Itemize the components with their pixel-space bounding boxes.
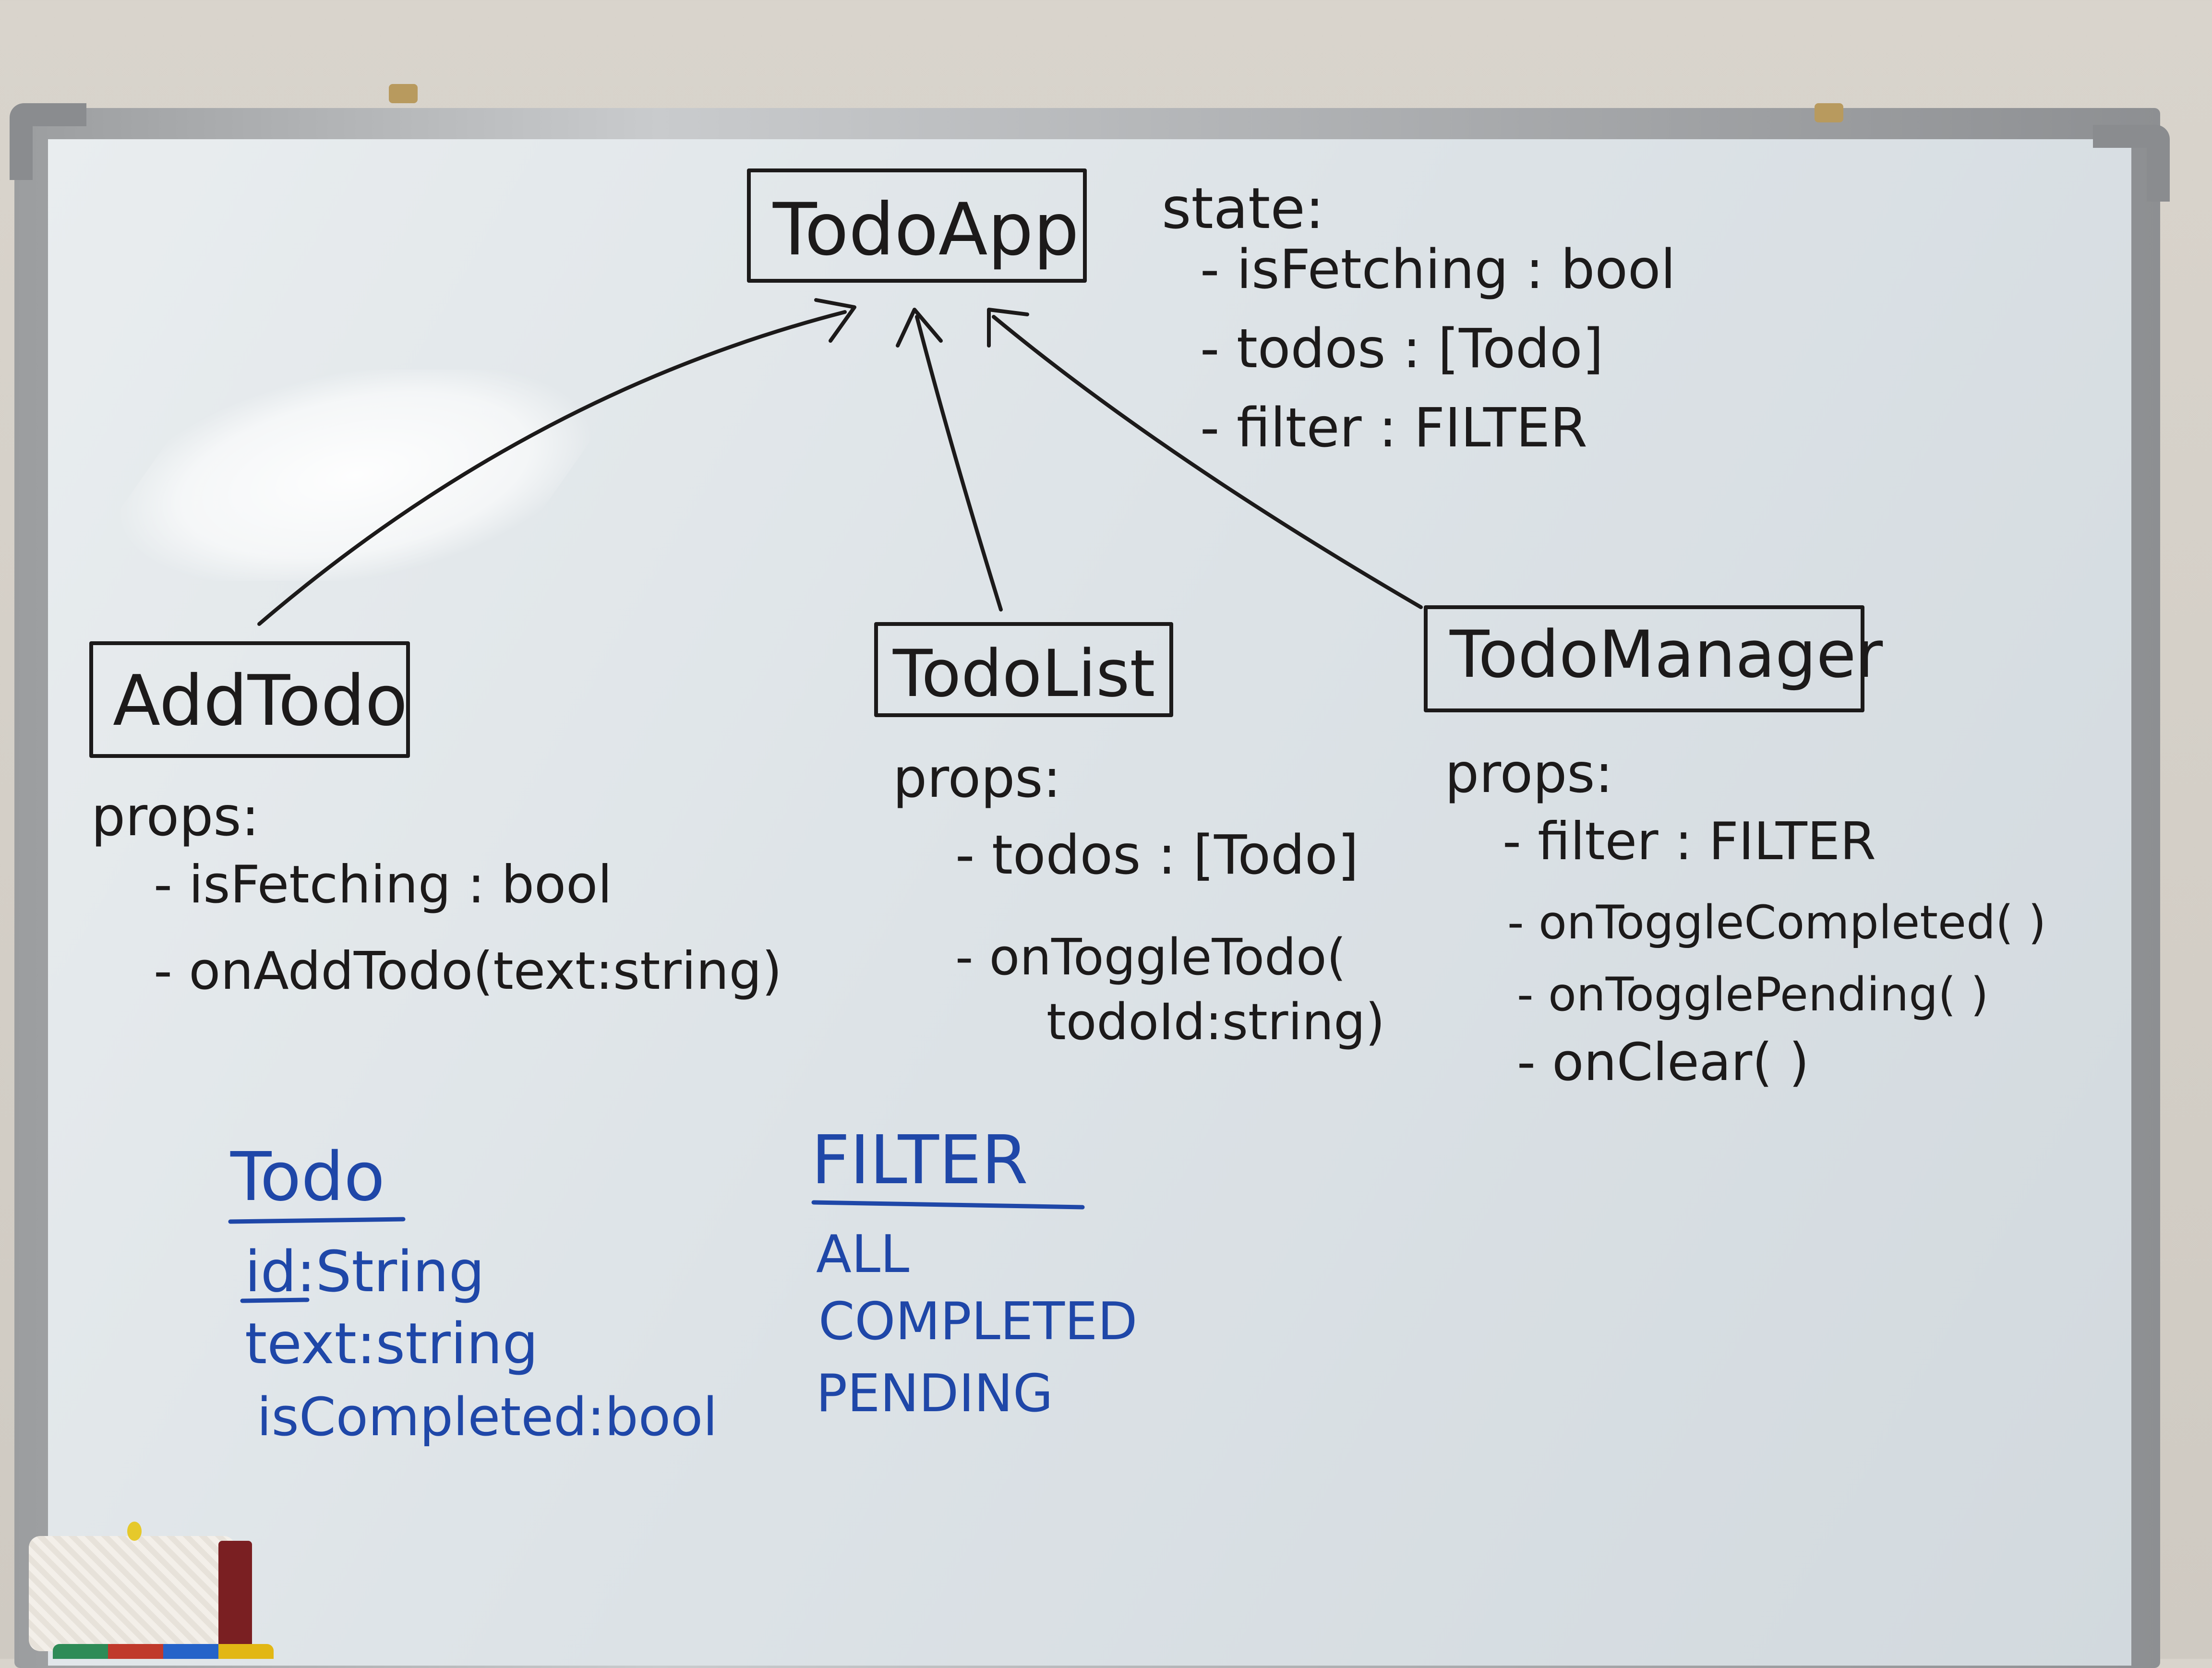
- eraser-handle: [218, 1541, 252, 1651]
- state-item-isfetching: - isFetching : bool: [1200, 239, 1676, 301]
- filter-value-pending: PENDING: [816, 1364, 1053, 1424]
- arrowhead-todomanager: [987, 308, 1029, 348]
- todomanager-box: [1424, 605, 1864, 712]
- todo-field-text: text:string: [245, 1310, 538, 1377]
- filter-value-completed: COMPLETED: [818, 1292, 1138, 1352]
- todolist-title: TodoList: [892, 636, 1155, 711]
- todolist-props-heading: props:: [893, 747, 1061, 810]
- arrowhead-addtodo: [814, 298, 856, 343]
- todomanager-prop-ontogglecompleted: - onToggleCompleted( ): [1507, 896, 2046, 949]
- todolist-box: [874, 622, 1173, 717]
- addtodo-prop-onaddtodo: - onAddTodo(text:string): [154, 941, 782, 1001]
- todomanager-props-heading: props:: [1445, 743, 1613, 805]
- arrow-addtodo-to-todoapp: [257, 310, 847, 626]
- hanging-hook-left: [389, 84, 418, 103]
- todo-type-title: Todo: [230, 1138, 385, 1216]
- todomanager-prop-filter: - filter : FILTER: [1503, 812, 1876, 872]
- state-item-filter: - filter : FILTER: [1200, 397, 1587, 459]
- hanging-hook-right: [1815, 103, 1843, 122]
- addtodo-props-heading: props:: [91, 786, 259, 848]
- todo-type-underline: [228, 1217, 406, 1224]
- todolist-prop-ontoggletodo: - onToggleTodo(: [955, 928, 1346, 986]
- todoapp-title: TodoApp: [772, 188, 1079, 272]
- arrowhead-todolist: [896, 308, 943, 348]
- todomanager-title: TodoManager: [1449, 617, 1883, 692]
- filter-type-title: FILTER: [811, 1121, 1028, 1200]
- todolist-prop-todos: - todos : [Todo]: [955, 824, 1358, 887]
- marker-tray: [53, 1644, 274, 1659]
- todo-field-id-underline: [240, 1297, 310, 1303]
- todomanager-prop-onclear: - onClear( ): [1517, 1032, 1809, 1092]
- todo-field-id: id:String: [245, 1238, 485, 1305]
- eraser-pin: [127, 1522, 142, 1541]
- arrow-todolist-to-todoapp: [915, 315, 1003, 612]
- todomanager-prop-ontogglepending: - onTogglePending( ): [1517, 968, 1989, 1021]
- addtodo-title: AddTodo: [113, 660, 408, 742]
- board-eraser: [29, 1536, 235, 1651]
- arrow-todomanager-to-todoapp: [992, 315, 1423, 609]
- filter-value-all: ALL: [816, 1224, 909, 1284]
- addtodo-prop-isfetching: - isFetching : bool: [154, 855, 612, 915]
- todolist-prop-todoid: todoId:string): [1046, 993, 1385, 1051]
- todo-field-iscompleted: isCompleted:bool: [257, 1386, 718, 1448]
- state-heading: state:: [1162, 175, 1324, 241]
- filter-type-underline: [811, 1200, 1085, 1210]
- todoapp-box: [747, 168, 1087, 283]
- state-item-todos: - todos : [Todo]: [1200, 318, 1603, 380]
- addtodo-box: [89, 641, 410, 758]
